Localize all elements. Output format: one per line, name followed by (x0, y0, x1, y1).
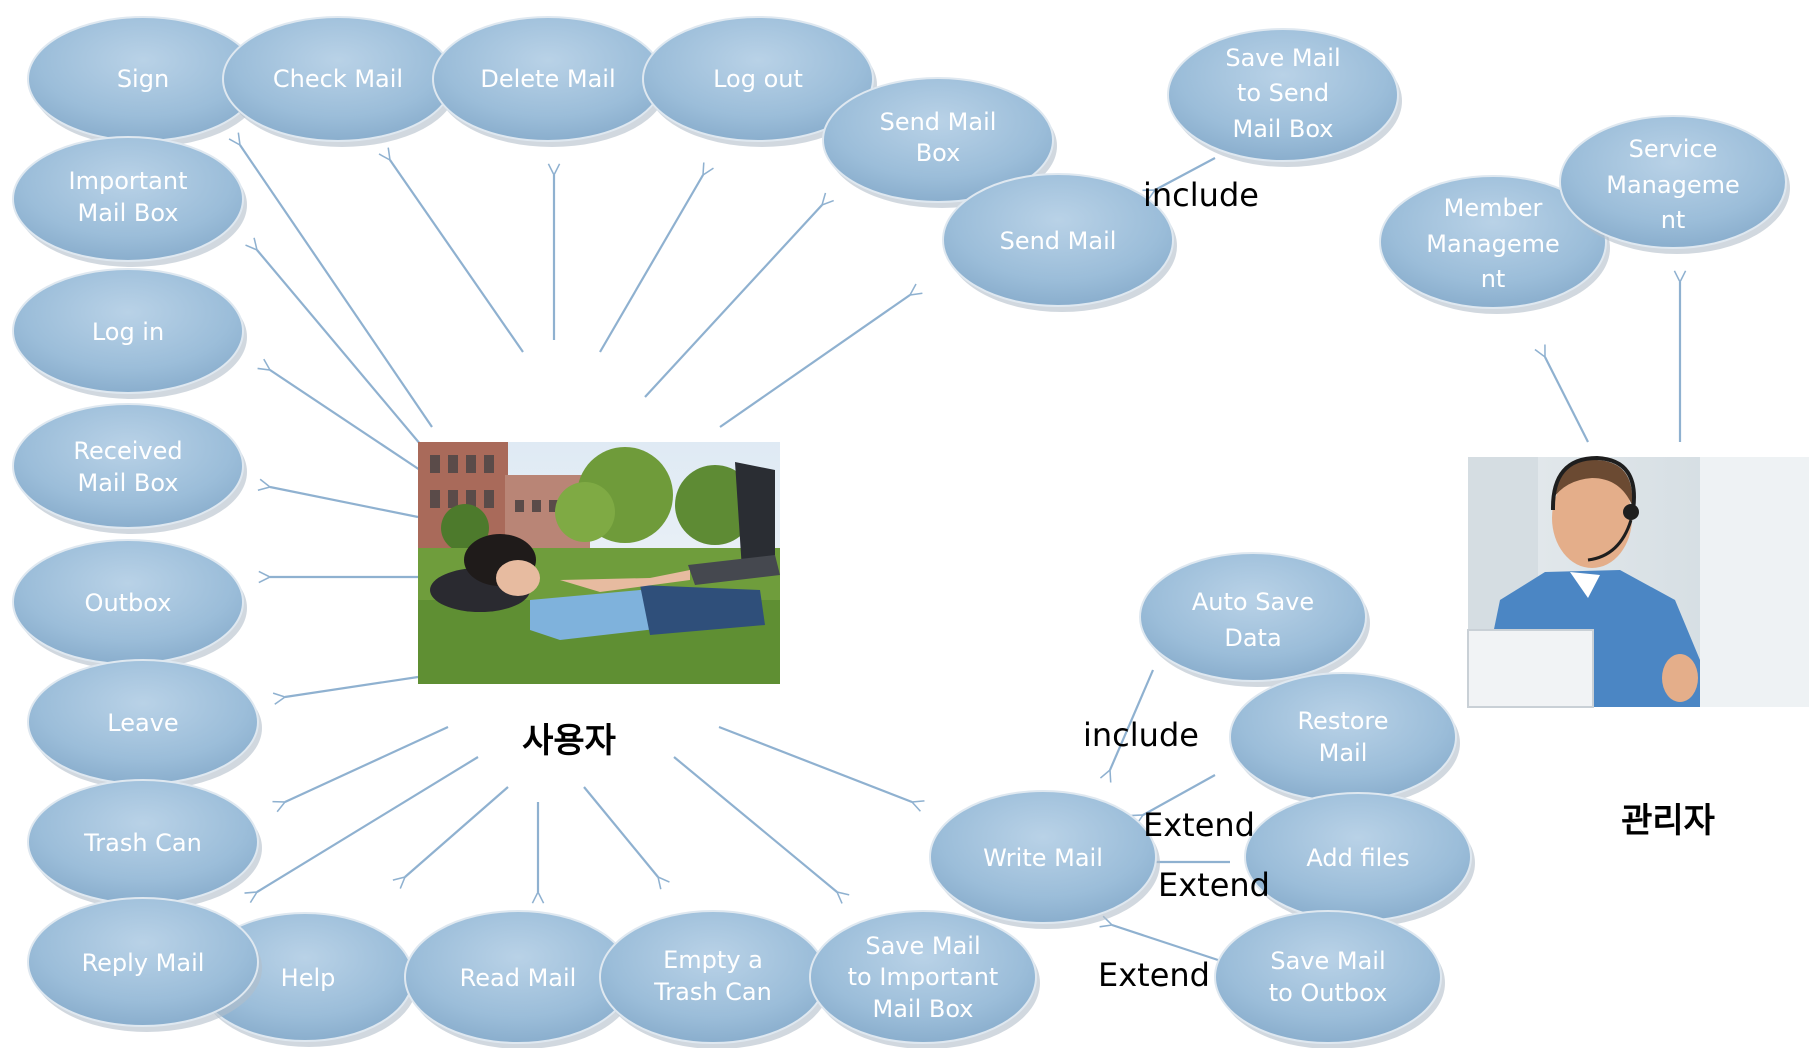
use-case-save-mail-to-important-mail-box[interactable]: Save Mail to Important Mail Box (809, 910, 1040, 1048)
use-case-label: Mail Box (78, 469, 179, 497)
use-case-label: Outbox (85, 589, 172, 617)
use-case-important-mail-box[interactable]: Important Mail Box (12, 136, 247, 267)
use-case-label: Add files (1306, 844, 1409, 872)
arrow-user-reply-mail (285, 726, 449, 802)
use-case-label: Manageme (1606, 171, 1739, 199)
use-case-label: Save Mail (1270, 947, 1385, 975)
use-case-label: Check Mail (273, 65, 403, 93)
arrow-user-write-mail (718, 725, 912, 802)
arrow-user-send-mail (719, 295, 910, 428)
arrow-user-trash-can (285, 675, 419, 697)
use-case-label: Send Mail (880, 108, 997, 136)
use-case-send-mail-box[interactable]: Send Mail Box (822, 77, 1057, 208)
use-case-label: Save Mail (865, 932, 980, 960)
use-case-read-mail[interactable]: Read Mail (404, 910, 635, 1048)
admin-actor-photo (1467, 455, 1809, 708)
use-case-reply-mail[interactable]: Reply Mail (27, 897, 262, 1032)
arrow-user-outbox (270, 487, 419, 519)
use-case-label: Important (69, 167, 188, 195)
use-case-write-mail[interactable]: Write Mail (929, 790, 1160, 929)
use-case-label: Mail Box (873, 995, 974, 1023)
arrow-user-read-mail-1 (405, 786, 509, 877)
use-case-label: Log in (92, 318, 164, 346)
user-actor-photo (418, 442, 780, 684)
arrow-user-send-mail-box (644, 205, 822, 398)
use-case-restore-mail[interactable]: Restore Mail (1229, 672, 1460, 807)
use-case-log-in[interactable]: Log in (12, 268, 247, 399)
arrow-extend-save-outbox (1112, 925, 1219, 962)
relation-labels: include include Extend Extend Extend (1083, 176, 1270, 994)
use-case-label: Restore (1297, 707, 1388, 735)
include-label: include (1083, 716, 1199, 754)
user-actor-label: 사용자 (522, 721, 616, 761)
use-case-label: Read Mail (460, 964, 577, 992)
use-case-service-management[interactable]: Service Manageme nt (1559, 115, 1790, 254)
use-case-label: nt (1481, 265, 1506, 293)
use-case-member-management[interactable]: Member Manageme nt (1379, 175, 1610, 314)
admin-actor-label: 관리자 (1621, 801, 1715, 841)
use-case-label: Save Mail (1225, 44, 1340, 72)
use-case-label: Leave (107, 709, 178, 737)
use-case-leave[interactable]: Leave (27, 659, 262, 790)
use-case-label: Delete Mail (480, 65, 615, 93)
use-case-label: Send Mail (1000, 227, 1117, 255)
use-case-label: Log out (713, 65, 803, 93)
use-case-delete-mail[interactable]: Delete Mail (432, 16, 667, 147)
arrow-user-empty-trash-can (583, 786, 658, 877)
use-case-trash-can[interactable]: Trash Can (27, 779, 262, 910)
use-case-label: Trash Can (83, 829, 202, 857)
use-case-label: Member (1444, 194, 1543, 222)
use-case-label: Manageme (1426, 230, 1559, 258)
use-case-label: Service (1629, 135, 1718, 163)
use-case-label: to Outbox (1269, 979, 1388, 1007)
use-case-outbox[interactable]: Outbox (12, 539, 247, 670)
use-case-add-files[interactable]: Add files (1244, 792, 1475, 927)
extend-label: Extend (1158, 866, 1270, 904)
use-case-send-mail[interactable]: Send Mail (942, 173, 1177, 312)
use-case-save-mail-to-outbox[interactable]: Save Mail to Outbox (1214, 910, 1445, 1048)
use-case-check-mail[interactable]: Check Mail (222, 16, 457, 147)
arrow-user-log-out (599, 175, 703, 353)
use-case-log-out[interactable]: Log out (642, 16, 877, 147)
use-case-label: Reply Mail (82, 949, 205, 977)
use-case-label: Box (916, 139, 961, 167)
arrow-include-write (1110, 669, 1155, 770)
use-case-label: Empty a (663, 946, 763, 974)
use-case-label: Mail Box (78, 199, 179, 227)
use-case-label: Data (1224, 624, 1281, 652)
use-case-label: Trash Can (653, 978, 772, 1006)
use-case-save-mail-to-send-mail-box[interactable]: Save Mail to Send Mail Box (1167, 28, 1402, 167)
arrow-admin-member-management (1545, 357, 1589, 443)
arrow-user-save-important (673, 756, 837, 892)
relation-arrows (1110, 157, 1680, 962)
arrow-user-help (257, 756, 479, 892)
use-case-received-mail-box[interactable]: Received Mail Box (12, 403, 247, 534)
use-case-label: Received (73, 437, 182, 465)
user-associations (240, 145, 912, 892)
use-case-label: to Send (1237, 79, 1329, 107)
use-case-label: to Important (848, 963, 999, 991)
use-cases: Sign Check Mail Delete Mail Log out Send… (12, 16, 1790, 1048)
arrow-user-important-mail-box (240, 145, 433, 428)
arrow-extend-restore (1143, 774, 1216, 815)
arrow-include-send (1155, 157, 1216, 190)
use-case-auto-save-data[interactable]: Auto Save Data (1139, 552, 1370, 687)
use-case-empty-trash-can[interactable]: Empty a Trash Can (599, 910, 830, 1048)
include-label: include (1143, 176, 1259, 214)
use-case-label: Auto Save (1192, 588, 1314, 616)
arrow-user-received-mail-box (270, 370, 421, 471)
use-case-label: Help (281, 964, 336, 992)
use-case-label: Mail Box (1233, 115, 1334, 143)
arrow-user-check-mail (390, 160, 524, 353)
use-case-label: Sign (117, 65, 169, 93)
extend-label: Extend (1143, 806, 1255, 844)
use-case-label: nt (1661, 206, 1686, 234)
use-case-label: Write Mail (983, 844, 1103, 872)
use-case-label: Mail (1319, 739, 1368, 767)
extend-label: Extend (1098, 956, 1210, 994)
